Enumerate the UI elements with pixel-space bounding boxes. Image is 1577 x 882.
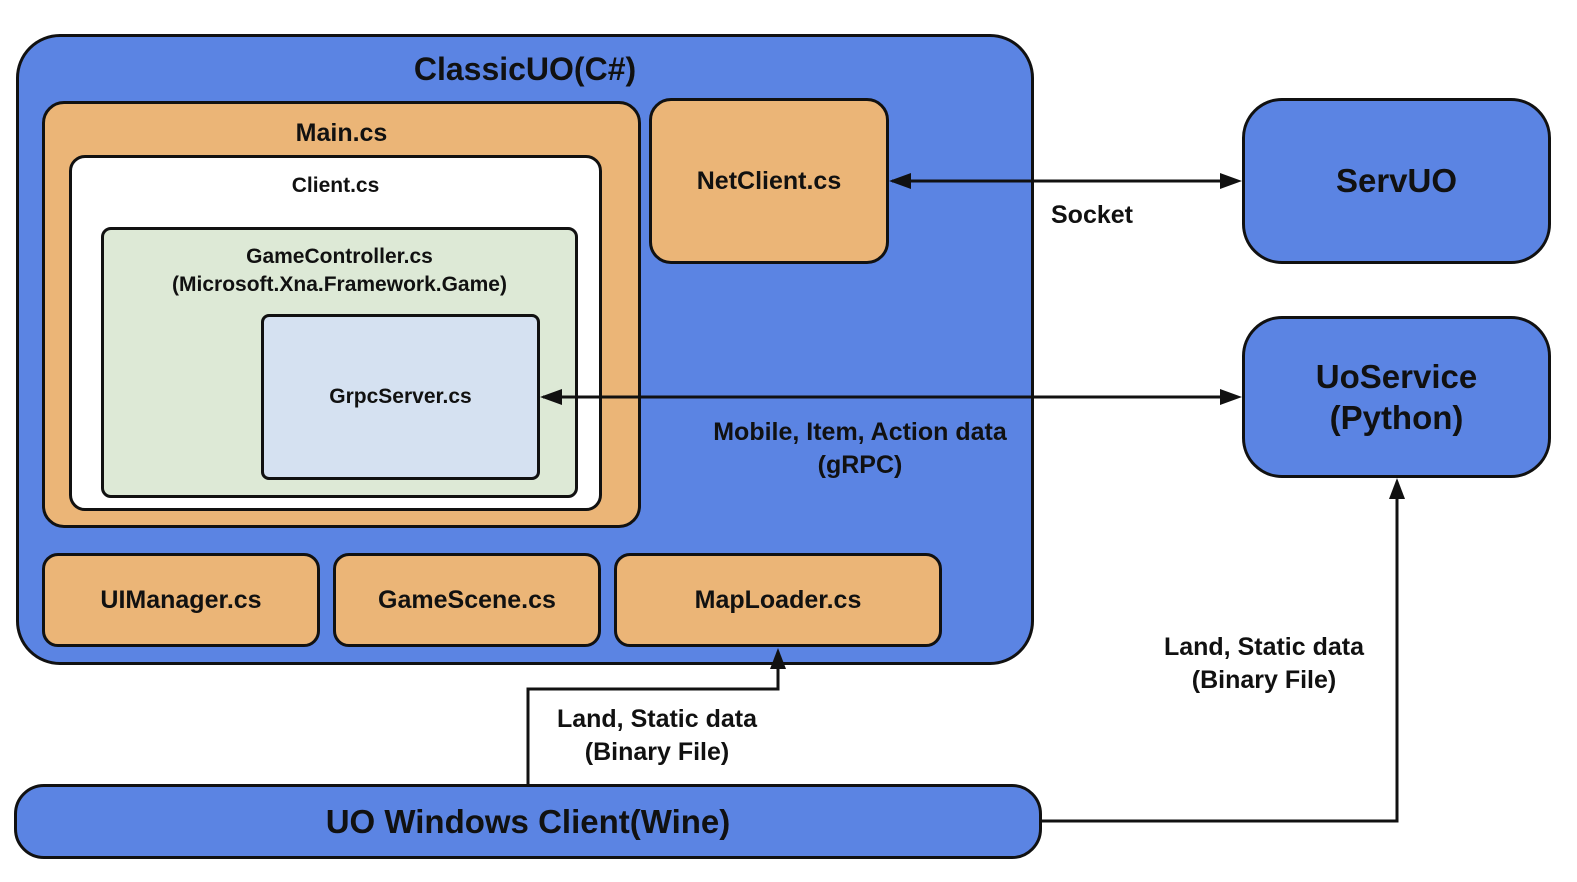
grpc-label-line2: (gRPC): [817, 451, 903, 479]
grpc-server-title: GrpcServer.cs: [329, 385, 472, 408]
client-cs-title: Client.cs: [291, 174, 380, 197]
uoservice-subtitle: (Python): [1329, 399, 1464, 436]
game-controller-title: GameController.cs: [246, 245, 433, 268]
uoservice-feed-arrowhead: [1389, 478, 1405, 499]
grpc-label-line1: Mobile, Item, Action data: [713, 418, 1007, 446]
servuo-box: ServUO: [1242, 98, 1551, 264]
uoservice-box: UoService (Python): [1242, 316, 1551, 478]
grpc-server-box: GrpcServer.cs: [261, 314, 540, 480]
uoservice-feed-label-line1: Land, Static data: [1163, 633, 1365, 661]
net-client-title: NetClient.cs: [696, 166, 842, 195]
ui-manager-box: UIManager.cs: [42, 553, 320, 647]
servuo-title: ServUO: [1335, 162, 1458, 199]
uoservice-title: UoService: [1315, 357, 1478, 395]
socket-label: Socket: [1051, 201, 1133, 229]
main-cs-title: Main.cs: [295, 119, 388, 147]
ui-manager-title: UIManager.cs: [100, 585, 262, 614]
uo-windows-client-title: UO Windows Client(Wine): [325, 802, 731, 840]
game-scene-box: GameScene.cs: [333, 553, 601, 647]
grpc-arrowhead-right: [1220, 389, 1242, 405]
maploader-feed-label-line2: (Binary File): [584, 738, 730, 766]
socket-arrowhead-right: [1220, 173, 1242, 189]
net-client-box: NetClient.cs: [649, 98, 889, 264]
uo-windows-client-box: UO Windows Client(Wine): [14, 784, 1042, 859]
game-controller-subtitle: (Microsoft.Xna.Framework.Game): [172, 273, 507, 296]
map-loader-title: MapLoader.cs: [694, 585, 862, 614]
maploader-feed-label-line1: Land, Static data: [556, 705, 758, 733]
game-scene-title: GameScene.cs: [378, 585, 556, 614]
uoservice-feed-label-line2: (Binary File): [1191, 666, 1337, 694]
classicuo-title: ClassicUO(C#): [413, 51, 637, 87]
map-loader-box: MapLoader.cs: [614, 553, 942, 647]
